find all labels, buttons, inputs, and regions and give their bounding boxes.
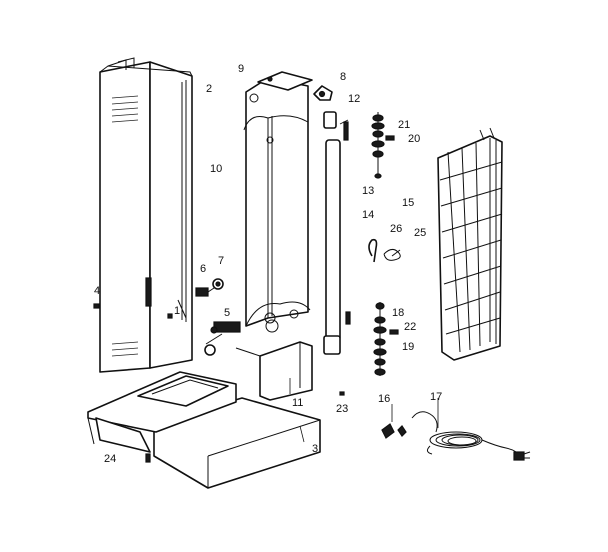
leader-lines xyxy=(289,119,439,443)
wire-clip xyxy=(368,238,401,263)
callout-22: 22 xyxy=(404,321,416,333)
callout-1: 1 xyxy=(174,305,180,317)
callout-10: 10 xyxy=(210,163,222,175)
thermostat xyxy=(204,321,241,356)
element-clip xyxy=(313,85,333,101)
heating-element-tube xyxy=(323,139,351,355)
upper-terminal-stack xyxy=(371,112,395,179)
control-switch xyxy=(195,278,224,297)
screws xyxy=(93,303,345,396)
callout-16: 16 xyxy=(378,393,390,405)
callout-3: 3 xyxy=(312,443,318,455)
callout-6: 6 xyxy=(200,263,206,275)
callout-9: 9 xyxy=(238,63,244,75)
callout-18: 18 xyxy=(392,307,404,319)
callout-14: 14 xyxy=(362,209,374,221)
element-end-cap xyxy=(323,111,349,141)
base-assembly xyxy=(87,371,321,489)
callout-26: 26 xyxy=(390,223,402,235)
callout-7: 7 xyxy=(218,255,224,267)
callout-20: 20 xyxy=(408,133,420,145)
callout-12: 12 xyxy=(348,93,360,105)
callout-24: 24 xyxy=(104,453,116,465)
side-block xyxy=(235,309,313,401)
power-cord xyxy=(381,411,531,461)
lower-terminal-stack xyxy=(373,302,399,376)
callout-19: 19 xyxy=(402,341,414,353)
callout-23: 23 xyxy=(336,403,348,415)
callout-2: 2 xyxy=(206,83,212,95)
callout-15: 15 xyxy=(402,197,414,209)
rear-housing-panel xyxy=(99,57,193,373)
top-bracket xyxy=(257,71,313,91)
callout-5: 5 xyxy=(224,307,230,319)
callout-11: 11 xyxy=(292,397,303,409)
reflector-channel xyxy=(243,77,311,327)
front-guard-grille xyxy=(437,127,503,361)
callout-21: 21 xyxy=(398,119,410,131)
callout-25: 25 xyxy=(414,227,426,239)
callouts: 1 2 3 4 5 6 7 8 9 10 11 12 13 14 15 16 1… xyxy=(94,63,442,465)
callout-13: 13 xyxy=(362,185,374,197)
callout-17: 17 xyxy=(430,391,442,403)
callout-4: 4 xyxy=(94,285,100,297)
callout-8: 8 xyxy=(340,71,346,83)
